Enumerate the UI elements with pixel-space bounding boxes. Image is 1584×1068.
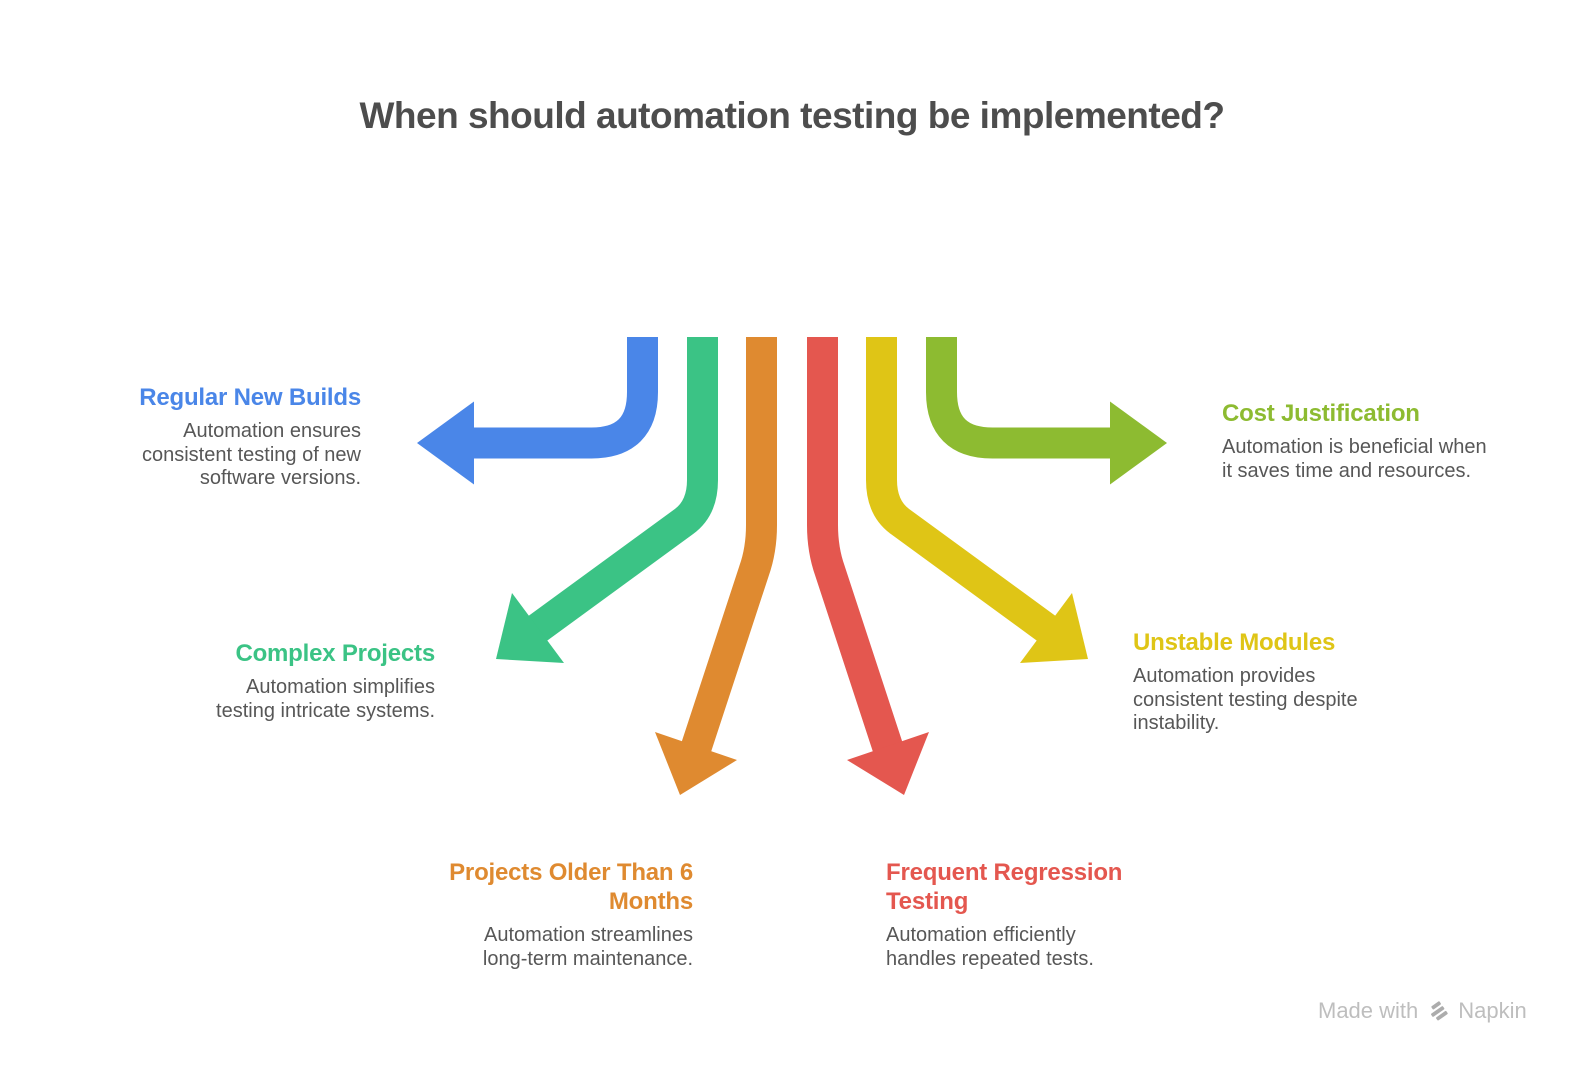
item-desc-line: Automation ensures [183, 420, 361, 442]
arrowhead-frequent-regression-testing-icon [847, 732, 929, 795]
item-title: Complex Projects [150, 639, 435, 668]
arrowhead-unstable-modules-icon [1020, 593, 1088, 663]
item-title-line: Regular New Builds [139, 384, 361, 411]
item-title: Projects Older Than 6 Months [428, 858, 693, 916]
item-desc-line: Automation provides [1133, 665, 1316, 687]
page-title: When should automation testing be implem… [359, 95, 1225, 136]
item-title: Frequent Regression Testing [886, 858, 1151, 916]
item-description: Automation simplifies testing intricate … [150, 676, 435, 723]
watermark-prefix: Made with [1318, 998, 1419, 1023]
item-title: Regular New Builds [76, 383, 361, 412]
arrow-shaft-cost-justification [926, 337, 1114, 459]
item-desc-line: Automation efficiently [886, 924, 1076, 946]
arrowhead-cost-justification-icon [1110, 401, 1167, 485]
arrow-shaft-frequent-regression-testing [807, 337, 904, 756]
item-title-line: Unstable Modules [1133, 629, 1336, 656]
item-frequent-regression-testing: Frequent Regression Testing Automation e… [886, 858, 1151, 971]
item-description: Automation provides consistent testing d… [1133, 665, 1403, 736]
item-title-line: Frequent Regression [886, 859, 1123, 886]
item-projects-older-than-6-months: Projects Older Than 6 Months Automation … [428, 858, 693, 971]
item-desc-line: software versions. [199, 467, 361, 489]
item-description: Automation is beneficial when it saves t… [1222, 436, 1522, 483]
item-desc-line: testing intricate systems. [216, 699, 435, 722]
arrowhead-projects-older-than-6-months-icon [655, 732, 737, 795]
item-title-line: Months [608, 888, 693, 915]
item-unstable-modules: Unstable Modules Automation provides con… [1133, 628, 1403, 736]
item-description: Automation streamlines long-term mainten… [428, 924, 693, 971]
item-regular-new-builds: Regular New Builds Automation ensures co… [76, 383, 361, 491]
item-desc-line: instability. [1133, 712, 1220, 734]
item-title-line: Testing [886, 888, 969, 915]
arrow-shaft-regular-new-builds [470, 337, 658, 459]
item-description: Automation ensures consistent testing of… [76, 420, 361, 491]
item-title-line: Cost Justification [1222, 400, 1420, 427]
item-complex-projects: Complex Projects Automation simplifies t… [150, 639, 435, 723]
arrowhead-complex-projects-icon [496, 593, 564, 663]
item-desc-line: consistent testing of new [141, 443, 361, 466]
item-title-line: Complex Projects [235, 640, 435, 667]
item-desc-line: Automation simplifies [246, 676, 435, 698]
item-desc-line: Automation is beneficial when [1222, 436, 1487, 458]
item-cost-justification: Cost Justification Automation is benefic… [1222, 399, 1522, 483]
item-title: Cost Justification [1222, 399, 1522, 428]
watermark-brand: Napkin [1458, 998, 1527, 1023]
item-desc-line: long-term maintenance. [482, 947, 693, 970]
item-title-line: Projects Older Than 6 [449, 859, 693, 886]
item-desc-line: handles repeated tests. [886, 947, 1094, 970]
item-title: Unstable Modules [1133, 628, 1403, 657]
item-desc-line: Automation streamlines [484, 924, 693, 946]
arrow-shaft-projects-older-than-6-months [680, 337, 777, 756]
item-description: Automation efficiently handles repeated … [886, 924, 1151, 971]
napkin-watermark: Made with Napkin [1318, 996, 1527, 1026]
item-desc-line: it saves time and resources. [1222, 459, 1471, 482]
napkin-logo-icon [1431, 1000, 1448, 1020]
arrowhead-regular-new-builds-icon [417, 401, 474, 485]
arrow-shaft-complex-projects [520, 337, 718, 647]
item-desc-line: consistent testing despite [1133, 688, 1358, 711]
arrow-shaft-unstable-modules [866, 337, 1064, 647]
